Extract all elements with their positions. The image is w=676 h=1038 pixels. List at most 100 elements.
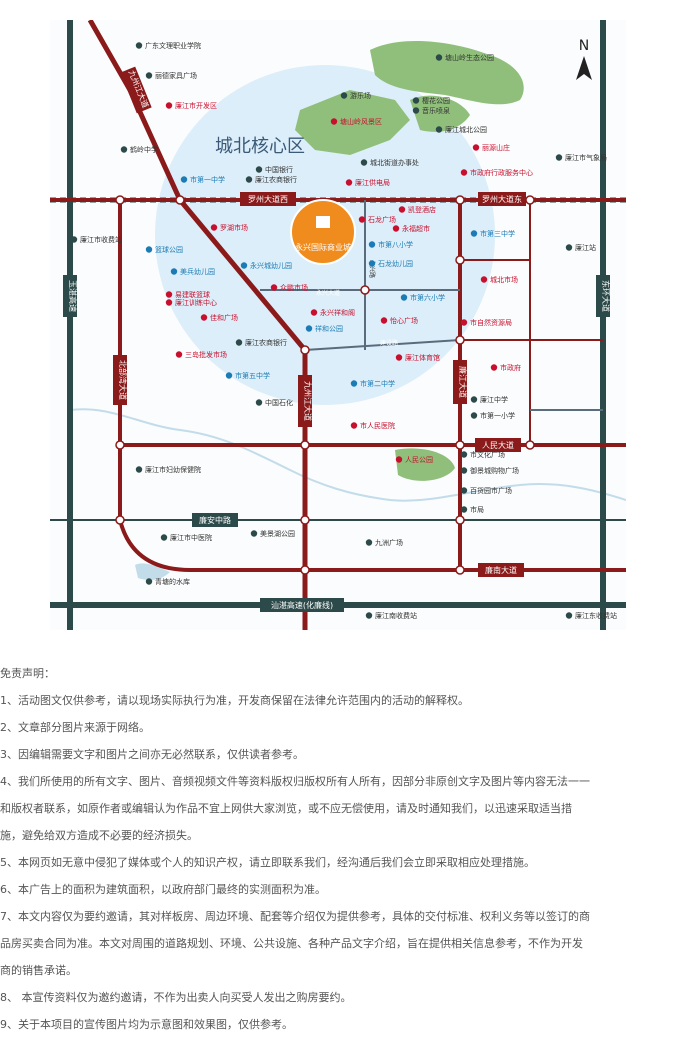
- poi-pin-icon: [358, 216, 366, 223]
- poi-label: 市第一小学: [480, 411, 515, 420]
- compass-arrow-icon: [576, 56, 592, 80]
- poi-label: 罗湖市场: [220, 223, 248, 232]
- poi: 永兴城幼儿园: [240, 261, 292, 270]
- poi-pin-icon: [225, 372, 233, 379]
- poi: 塘山岭生态公园: [435, 53, 494, 62]
- poi-pin-icon: [350, 380, 358, 387]
- poi-label: 篮球公园: [155, 245, 183, 254]
- poi-label: 塘山岭生态公园: [445, 53, 494, 62]
- poi: 廉江体育馆: [395, 353, 440, 362]
- disclaimer-item: 2、文章部分图片来源于网络。: [0, 721, 150, 734]
- road-label-luozhou-e: 罗州大道东: [482, 194, 522, 204]
- poi-pin-icon: [250, 530, 258, 537]
- poi-label: 市文化广场: [470, 450, 505, 459]
- disclaimer-item: 4、我们所使用的所有文字、图片、音频视频文件等资料版权归版权所有人所有，因部分非…: [0, 775, 590, 788]
- poi: 市政府: [490, 363, 521, 372]
- poi-label: 美景湖公园: [260, 529, 295, 538]
- poi: 廉江东收费站: [565, 611, 617, 620]
- poi: 祥和公园: [305, 324, 343, 333]
- poi-label: 祥和公园: [315, 324, 343, 333]
- disclaimer-item: 1、活动图文仅供参考，请以现场实际执行为准，开发商保留在法律允许范围内的活动的解…: [0, 694, 469, 707]
- project-name: 永兴国际商业城: [295, 242, 351, 252]
- poi: 百货园市广场: [460, 486, 512, 495]
- poi-pin-icon: [555, 154, 563, 161]
- road-label-small-3: 建设路: [380, 339, 398, 347]
- poi: 人民公园: [395, 456, 433, 464]
- road-labels: 九州江大道 罗州大道西 罗州大道东 玉湛高速 东环大道 北部湾大道 九州江大道 …: [63, 66, 611, 612]
- poi-pin-icon: [395, 456, 403, 463]
- poi-label: 游乐场: [350, 91, 371, 100]
- poi-pin-icon: [345, 179, 353, 186]
- poi: 易建联篮球: [165, 290, 210, 299]
- poi-label: 永福超市: [402, 224, 430, 233]
- poi: 石龙广场: [358, 215, 396, 224]
- poi-label: 鹤岭中学: [130, 145, 158, 154]
- poi-pin-icon: [392, 225, 400, 232]
- poi-label: 市第八小学: [378, 240, 413, 249]
- poi-label: 广东文理职业学院: [145, 41, 201, 50]
- disclaimer-item: 6、本广告上的面积为建筑面积，以政府部门最终的实测面积为准。: [0, 883, 326, 896]
- poi-pin-icon: [435, 54, 443, 61]
- poi: 市第八小学: [368, 240, 413, 249]
- road-label-yulin: 玉湛高速: [68, 280, 78, 312]
- poi-label: 廉江站: [575, 243, 596, 252]
- poi-label: 永兴城幼儿园: [250, 261, 292, 270]
- poi: 广东文理职业学院: [135, 41, 201, 50]
- poi-pin-icon: [255, 399, 263, 406]
- poi-pin-icon: [470, 230, 478, 237]
- poi-pin-icon: [412, 97, 420, 104]
- poi-pin-icon: [175, 351, 183, 358]
- poi: 廉江市妇幼保健院: [135, 465, 201, 474]
- poi: 中国银行: [255, 165, 293, 174]
- poi-label: 丽源山庄: [482, 143, 510, 152]
- poi-pin-icon: [460, 487, 468, 494]
- poi: 青塘的水库: [145, 577, 190, 586]
- poi-pin-icon: [460, 451, 468, 458]
- poi-label: 廉江城北公园: [445, 125, 487, 134]
- poi: 城北市场: [480, 275, 518, 284]
- poi: 市文化广场: [460, 450, 505, 459]
- poi-pin-icon: [395, 354, 403, 361]
- poi-pin-icon: [330, 118, 338, 125]
- poi: 凯登酒店: [398, 205, 436, 214]
- poi: 中国石化: [255, 398, 293, 407]
- poi-label: 廉江市中医院: [170, 533, 212, 542]
- road-nodes: [115, 195, 535, 575]
- poi: 佳和广场: [200, 313, 238, 322]
- poi-pin-icon: [165, 102, 173, 109]
- poi: 廉江南收费站: [365, 611, 417, 620]
- poi-pin-icon: [490, 364, 498, 371]
- poi-label: 市人民医院: [360, 421, 395, 430]
- poi-label: 市局: [470, 505, 484, 514]
- green-area-ecopark: [370, 40, 524, 105]
- poi: 美兵幼儿园: [170, 267, 215, 276]
- poi-label: 百货园市广场: [470, 486, 512, 495]
- location-map: 九州江大道 罗州大道西 罗州大道东 玉湛高速 东环大道 北部湾大道 九州江大道 …: [50, 20, 626, 630]
- poi-pin-icon: [365, 612, 373, 619]
- compass: N: [576, 38, 592, 80]
- road-jianshe: [304, 339, 461, 351]
- poi-layer: 广东文理职业学院丽德家具广场廉江市开发区鹤岭中学游乐场塘山岭风景区樱花公园音乐喷…: [70, 41, 617, 620]
- poi-label: 易建联篮球: [175, 290, 210, 299]
- poi-pin-icon: [435, 126, 443, 133]
- poi: 市第二中学: [350, 379, 395, 388]
- poi-label: 廉江市妇幼保健院: [145, 465, 201, 474]
- poi-label: 市自然资源局: [470, 318, 512, 327]
- poi-label: 市第六小学: [410, 293, 445, 302]
- poi-pin-icon: [380, 317, 388, 324]
- poi-label: 人民公园: [405, 456, 433, 464]
- poi-pin-icon: [270, 284, 278, 291]
- poi-pin-icon: [200, 314, 208, 321]
- poi-pin-icon: [400, 294, 408, 301]
- poi: 城北街道办事处: [360, 158, 419, 167]
- poi-label: 城北市场: [490, 275, 518, 284]
- road-label-nanshan: 廉南大道: [485, 565, 517, 575]
- poi-pin-icon: [120, 146, 128, 153]
- poi-label: 音乐喷泉: [422, 106, 450, 115]
- poi: 廉江农商银行: [245, 175, 297, 184]
- poi-label: 石龙幼儿园: [378, 259, 413, 268]
- poi-pin-icon: [145, 578, 153, 585]
- poi-pin-icon: [180, 176, 188, 183]
- poi-pin-icon: [135, 466, 143, 473]
- poi-label: 青塘的水库: [155, 577, 190, 586]
